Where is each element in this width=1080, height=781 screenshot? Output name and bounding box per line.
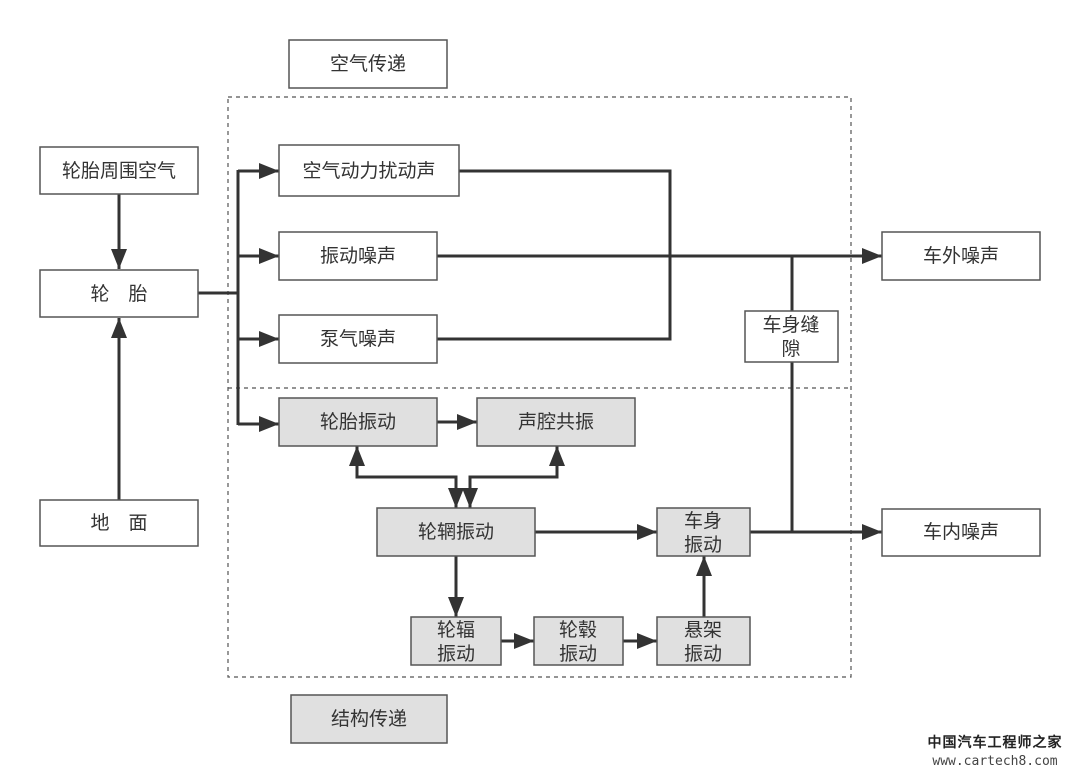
node-tire: 轮 胎	[39, 269, 199, 318]
node-label: 轮胎周围空气	[62, 160, 176, 182]
node-cavity: 声腔共振	[476, 397, 636, 447]
node-label: 振动	[559, 643, 597, 665]
node-tire-air: 轮胎周围空气	[39, 146, 199, 195]
node-vib-noise: 振动噪声	[278, 231, 438, 281]
node-rim: 轮辋振动	[376, 507, 536, 557]
node-tire-vib: 轮胎振动	[278, 397, 438, 447]
node-label: 隙	[781, 338, 800, 360]
node-label: 振动	[684, 643, 722, 665]
node-label: 振动	[437, 643, 475, 665]
node-label: 振动噪声	[320, 245, 396, 267]
node-label: 轮胎振动	[320, 411, 396, 433]
arrow-rim-to-tire-vib	[349, 446, 456, 479]
node-label: 空气动力扰动声	[302, 160, 435, 182]
node-ground: 地 面	[39, 499, 199, 547]
node-interior: 车内噪声	[881, 508, 1041, 557]
node-label: 车内噪声	[923, 521, 999, 543]
group-structure: 结构传递	[290, 694, 448, 744]
node-label: 车身缝	[762, 314, 819, 336]
node-label: 轮辋振动	[418, 521, 494, 543]
watermark: 中国汽车工程师之家 www.cartech8.com	[920, 732, 1070, 769]
node-body-vib: 车身 振动	[656, 507, 751, 557]
group-air-label: 空气传递	[330, 53, 406, 75]
transmission-region-border	[227, 96, 852, 678]
node-label: 地 面	[90, 512, 147, 534]
arrow-rim-to-cavity	[470, 446, 565, 479]
node-aero: 空气动力扰动声	[278, 144, 460, 197]
node-label: 轮辐	[437, 619, 475, 641]
node-hub: 轮毂 振动	[533, 616, 624, 666]
node-label: 泵气噪声	[320, 328, 396, 350]
node-label: 轮 胎	[90, 283, 147, 305]
arrow-cavity-to-rim	[462, 475, 557, 508]
group-air: 空气传递	[288, 39, 448, 89]
node-spoke: 轮辐 振动	[410, 616, 502, 666]
node-exterior: 车外噪声	[881, 231, 1041, 281]
node-label: 车身	[684, 510, 722, 532]
node-suspension: 悬架 振动	[656, 616, 751, 666]
node-body-gap: 车身缝 隙	[744, 310, 839, 363]
node-label: 轮毂	[559, 619, 597, 641]
node-pump: 泵气噪声	[278, 314, 438, 364]
connectors	[111, 163, 882, 649]
node-label: 车外噪声	[923, 245, 999, 267]
group-structure-label: 结构传递	[331, 708, 407, 730]
node-label: 振动	[684, 534, 722, 556]
watermark-url: www.cartech8.com	[932, 754, 1058, 769]
arrow-tire-vib-to-rim	[357, 475, 464, 508]
watermark-title: 中国汽车工程师之家	[927, 735, 1063, 751]
node-label: 声腔共振	[518, 411, 594, 433]
node-label: 悬架	[684, 619, 722, 641]
